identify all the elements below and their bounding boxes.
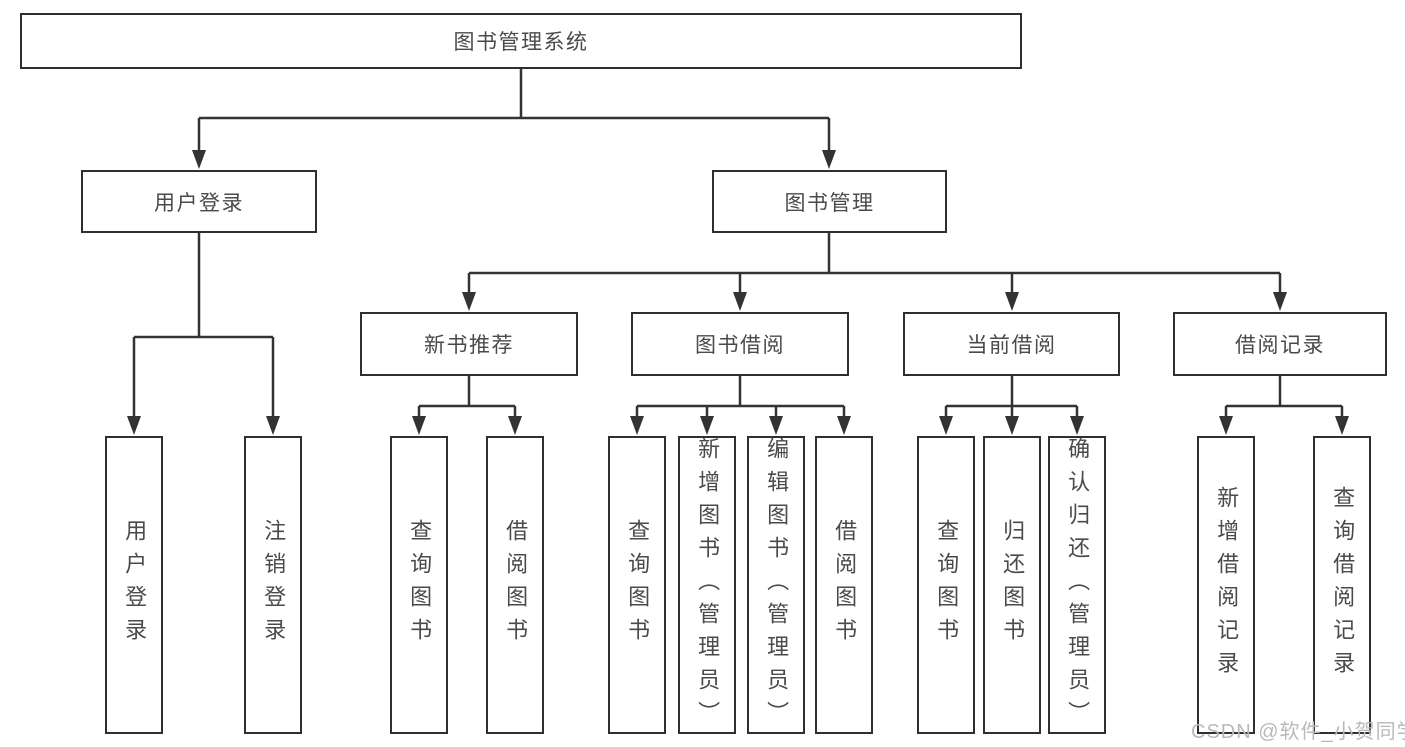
arrowhead (733, 292, 747, 311)
arrowhead (630, 416, 644, 435)
leaf-add-books-admin: 新增图书（管理员） (678, 436, 736, 734)
leaf-confirm-return-admin: 确认归还（管理员） (1048, 436, 1106, 734)
connector-current-borrow (944, 376, 1079, 419)
arrowhead (1335, 416, 1349, 435)
arrowhead (462, 292, 476, 311)
leaf-confirm-return-admin-label: 确认归还（管理员） (1065, 436, 1091, 734)
leaf-borrow-books: 借阅图书 (815, 436, 873, 734)
leaf-current-query-books-label: 查询图书 (934, 519, 960, 651)
node-new-book-recommend-label: 新书推荐 (424, 334, 514, 357)
connector-user-login (132, 233, 275, 418)
leaf-logout-label: 注销登录 (261, 519, 287, 651)
connector-borrow-record (1224, 376, 1344, 419)
leaf-add-borrow-record: 新增借阅记录 (1197, 436, 1255, 734)
leaf-newbook-borrow-books-label: 借阅图书 (503, 519, 529, 651)
arrowhead (1005, 292, 1019, 311)
leaf-newbook-query-books: 查询图书 (390, 436, 448, 734)
leaf-user-login: 用户登录 (105, 436, 163, 734)
leaf-edit-books-admin-label: 编辑图书（管理员） (764, 436, 790, 734)
connector-new-book (417, 376, 517, 419)
leaf-user-login-label: 用户登录 (122, 519, 148, 651)
node-current-borrow-label: 当前借阅 (966, 334, 1057, 357)
arrowhead (1273, 292, 1287, 311)
node-user-login-label: 用户登录 (154, 191, 244, 215)
leaf-logout: 注销登录 (244, 436, 302, 734)
connector-root (197, 69, 831, 152)
leaf-query-borrow-record-label: 查询借阅记录 (1330, 486, 1356, 684)
connector-book-borrow (635, 376, 846, 419)
csdn-watermark: CSDN @软件_小贺同学 (1191, 721, 1405, 743)
leaf-edit-books-admin: 编辑图书（管理员） (747, 436, 805, 734)
node-book-borrow: 图书借阅 (631, 312, 849, 376)
node-book-management: 图书管理 (712, 170, 947, 233)
leaf-borrow-query-books: 查询图书 (608, 436, 666, 734)
leaf-borrow-query-books-label: 查询图书 (625, 519, 651, 651)
leaf-query-borrow-record: 查询借阅记录 (1313, 436, 1371, 734)
arrowhead (266, 416, 280, 435)
leaf-add-borrow-record-label: 新增借阅记录 (1214, 486, 1240, 684)
leaf-borrow-books-label: 借阅图书 (832, 519, 858, 651)
arrowhead (1070, 416, 1084, 435)
arrowhead (412, 416, 426, 435)
arrowhead (822, 150, 836, 169)
connector-book-management (467, 233, 1282, 294)
arrowhead (769, 416, 783, 435)
arrowhead (508, 416, 522, 435)
arrowhead (939, 416, 953, 435)
arrowhead (1219, 416, 1233, 435)
leaf-newbook-query-books-label: 查询图书 (407, 519, 433, 651)
node-book-management-label: 图书管理 (784, 191, 875, 215)
arrowhead (837, 416, 851, 435)
leaf-return-books: 归还图书 (983, 436, 1041, 734)
arrowhead (192, 150, 206, 169)
node-user-login: 用户登录 (81, 170, 317, 233)
leaf-newbook-borrow-books: 借阅图书 (486, 436, 544, 734)
node-root: 图书管理系统 (20, 13, 1022, 69)
node-new-book-recommend: 新书推荐 (360, 312, 578, 376)
leaf-add-books-admin-label: 新增图书（管理员） (695, 436, 721, 734)
arrowhead (700, 416, 714, 435)
node-borrow-record: 借阅记录 (1173, 312, 1387, 376)
node-current-borrow: 当前借阅 (903, 312, 1120, 376)
node-borrow-record-label: 借阅记录 (1235, 334, 1325, 357)
leaf-current-query-books: 查询图书 (917, 436, 975, 734)
arrowhead (127, 416, 141, 435)
leaf-return-books-label: 归还图书 (1000, 519, 1026, 651)
arrowhead (1005, 416, 1019, 435)
node-book-borrow-label: 图书借阅 (695, 334, 785, 357)
node-root-label: 图书管理系统 (453, 31, 589, 54)
